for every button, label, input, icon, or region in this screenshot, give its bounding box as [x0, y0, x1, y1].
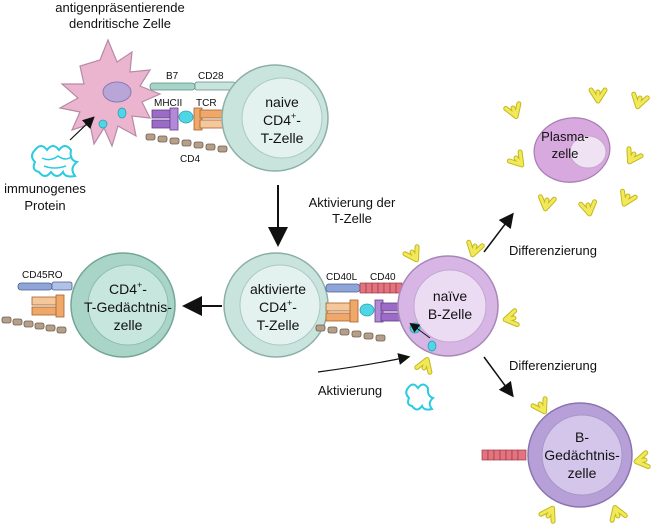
diff-label-lower: Differenzierung: [509, 358, 597, 373]
uptake-arrow: [69, 116, 95, 141]
act-t-line2: CD4+-: [259, 298, 297, 315]
b-internalize-arrow: [409, 322, 431, 339]
naive-t-line1: naive: [265, 94, 299, 110]
act-t-line3: T-Zelle: [257, 317, 300, 333]
cd40-memory-b: [481, 449, 527, 461]
naive-b-line2: B-Zelle: [428, 306, 473, 322]
plasma-line1: Plasma-: [541, 129, 589, 144]
mhcii-tcr-complex: [151, 107, 227, 131]
cd4-coreceptor-bottom: [315, 324, 386, 342]
memory-t-line1: CD4+-: [109, 280, 147, 297]
naive-b-line1: naïve: [433, 288, 467, 304]
memory-b-line1: B-: [575, 429, 589, 445]
memory-b-cell: [527, 402, 633, 508]
immunogenic-protein-icon: [31, 145, 80, 178]
naive-b-cell: [397, 255, 499, 357]
cd4-label: CD4: [180, 154, 200, 165]
naive-t-line2: CD4+-: [263, 111, 301, 128]
antigen-bound-icon: [405, 383, 436, 411]
mhcii-label: MHCII: [154, 98, 182, 109]
memory-t-line3: zelle: [114, 317, 143, 333]
tcr-label: TCR: [196, 98, 217, 109]
act-t-line1: aktivierte: [250, 281, 306, 297]
activated-t-cell: [223, 252, 329, 358]
memory-t-line2: T-Gedächtnis-: [84, 299, 172, 315]
b7-label: B7: [166, 71, 179, 82]
memory-b-line3: zelle: [568, 465, 597, 481]
cd40-label: CD40: [370, 272, 396, 283]
immunogenic-label-line1: immunogenes: [4, 181, 86, 196]
activation-t-label-line1: Aktivierung der: [309, 195, 396, 210]
cd40l-cd40-pair: [325, 282, 403, 294]
apc-title-line1: antigenpräsentierende: [55, 0, 184, 15]
dendritic-cell: [58, 38, 162, 148]
tcr-mhcii-bcell-complex: [325, 299, 406, 323]
plasma-cell: [533, 117, 611, 183]
memory-t-cell: [70, 252, 176, 358]
cd40l-label: CD40L: [326, 272, 358, 283]
cd4-coreceptor-top: [145, 133, 228, 153]
aktivierung-label: Aktivierung: [318, 383, 382, 398]
apc-title-line2: dendritische Zelle: [69, 16, 171, 31]
immunogenic-label-line2: Protein: [24, 198, 65, 213]
diff-arrow-lower: [483, 356, 514, 398]
cd28-label: CD28: [198, 71, 224, 82]
memory-b-line2: Gedächtnis-: [544, 447, 620, 463]
activation-t-label-line2: T-Zelle: [332, 211, 372, 226]
naive-t-line3: T-Zelle: [261, 130, 304, 146]
cd45ro-label: CD45RO: [22, 270, 63, 281]
aktivierung-arrow: [317, 353, 411, 373]
b7-cd28-pair: [149, 81, 236, 91]
memory-t-receptors: [1, 281, 73, 334]
naive-t-cell: [221, 64, 329, 172]
diff-arrow-upper: [483, 212, 514, 253]
diff-label-upper: Differenzierung: [509, 243, 597, 258]
plasma-line2: zelle: [552, 146, 579, 161]
